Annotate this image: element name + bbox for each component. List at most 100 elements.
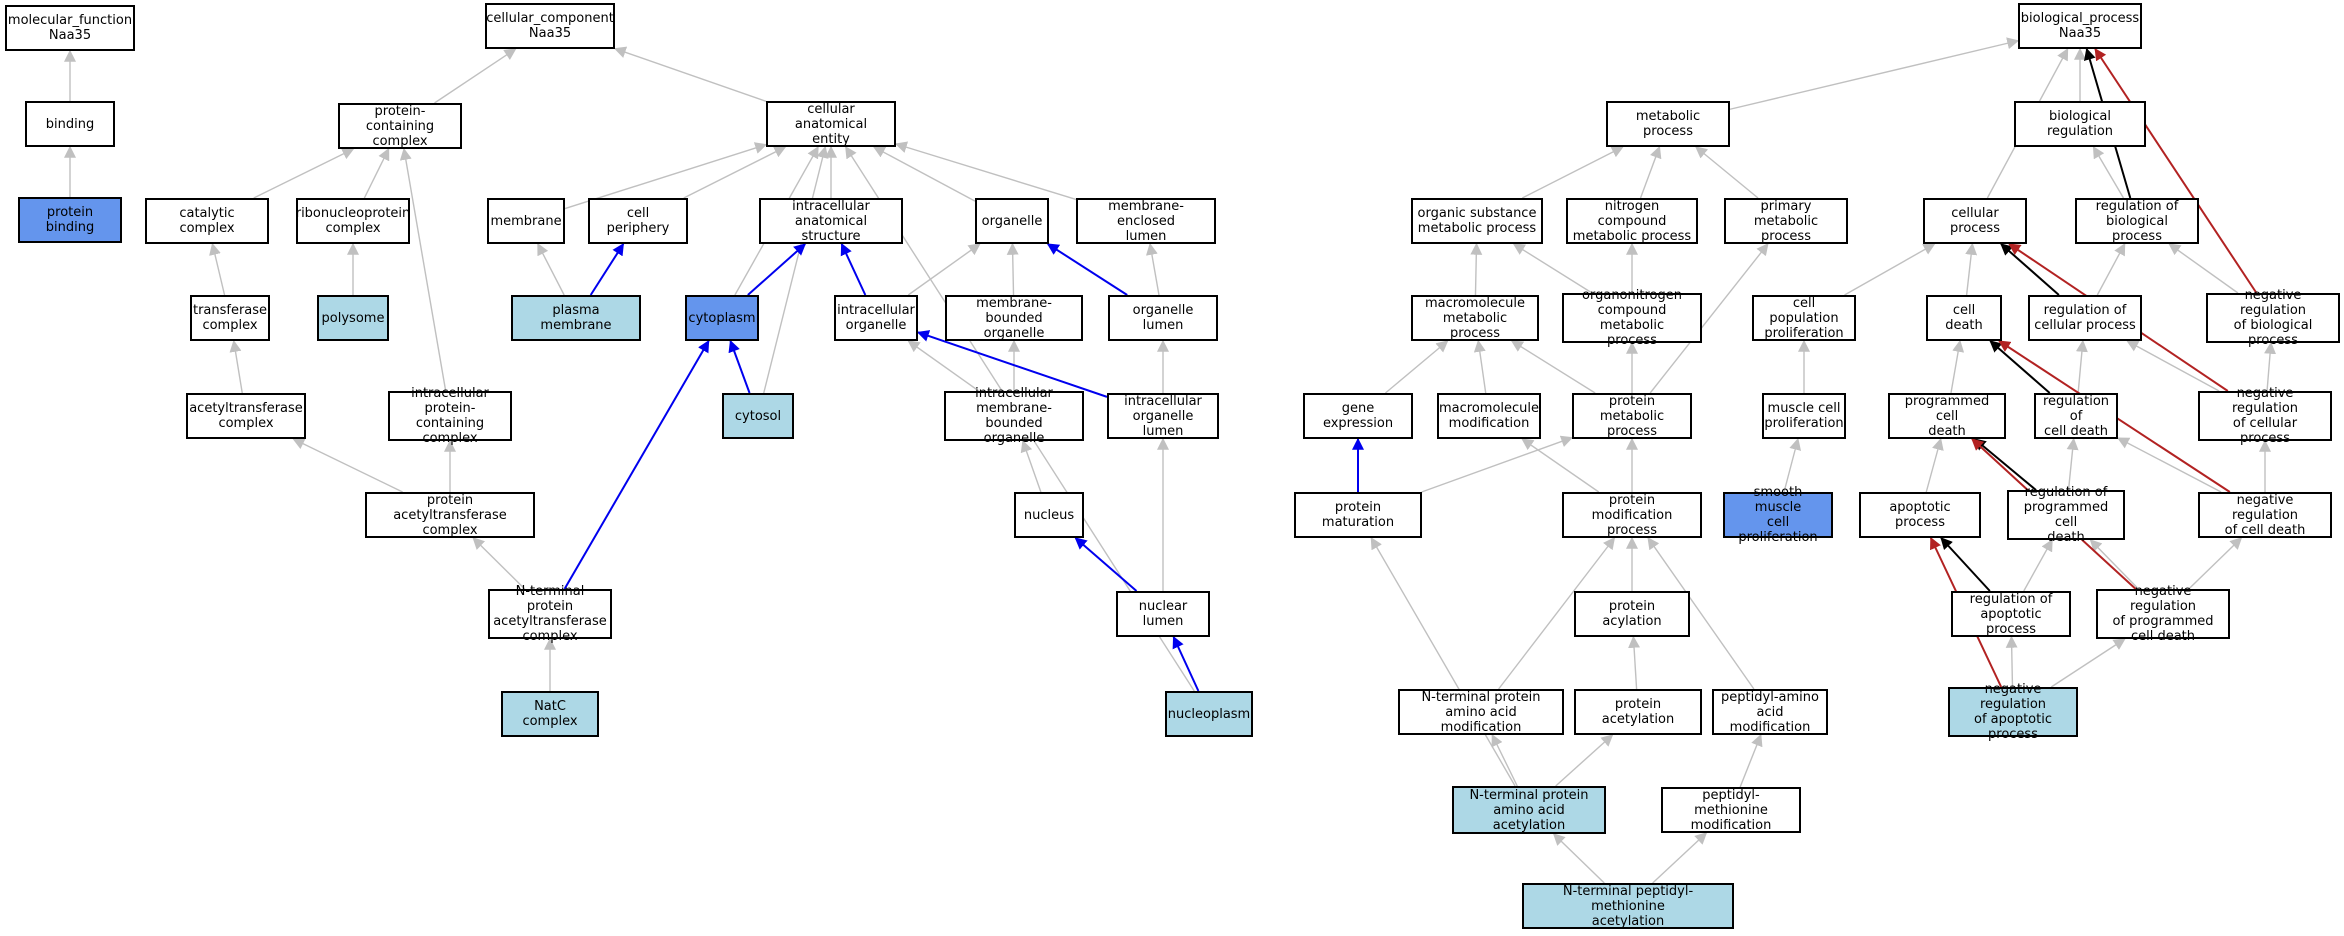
- edge-regulation-of-cell-death-to-regulation-of-cellular-process: [2075, 339, 2088, 394]
- edge-nucleus-to-intracellular-membrane-bounded-organelle: [1020, 439, 1042, 493]
- node-regulation-of-programmed-cell-death: regulation of programmed cell death: [2007, 485, 2125, 545]
- node-natc-complex: NatC complex: [501, 691, 599, 737]
- node-organic-substance-metabolic-process: organic substance metabolic process: [1411, 198, 1543, 244]
- node-plasma-membrane: plasma membrane: [511, 295, 641, 341]
- edge-regulation-of-programmed-cell-death-to-regulation-of-cell-death: [2066, 437, 2079, 491]
- edge-protein-metabolic-process-to-macromolecule-metabolic-process: [1510, 340, 1596, 394]
- node-intracellular-membrane-bounded-organelle: intracellular membrane-bounded organelle: [944, 386, 1084, 446]
- node-regulation-of-cellular-process: regulation of cellular process: [2028, 295, 2142, 341]
- node-negative-regulation-of-cell-death: negative regulation of cell death: [2198, 492, 2332, 538]
- node-peptidyl-methionine-modification: peptidyl-methionine modification: [1661, 787, 1801, 833]
- edge-regulation-of-cellular-process-to-regulation-of-biological-process: [2096, 242, 2126, 296]
- node-cellular-anatomical-entity: cellular anatomical entity: [766, 101, 896, 147]
- node-programmed-cell-death: programmed cell death: [1888, 393, 2006, 439]
- edge-intracellular-membrane-bounded-organelle-to-intracellular-organelle: [907, 340, 980, 392]
- edge-organic-substance-metabolic-process-to-metabolic-process: [1521, 146, 1624, 199]
- edge-nuclear-lumen-to-nucleus: [1074, 537, 1138, 592]
- edge-membrane-to-cellular-anatomical-entity: [564, 142, 768, 210]
- edge-regulation-of-biological-process-to-biological-regulation: [2092, 145, 2125, 199]
- edge-macromolecule-metabolic-process-to-organic-substance-metabolic-process: [1470, 242, 1483, 296]
- node-nucleoplasm: nucleoplasm: [1165, 691, 1253, 737]
- node-catalytic-complex: catalytic complex: [145, 198, 269, 244]
- edge-acetyltransferase-complex-to-transferase-complex: [229, 339, 243, 394]
- node-bp-root: biological_process Naa35: [2018, 3, 2142, 49]
- edge-negative-regulation-of-programmed-cell-death-to-regulation-of-programmed-cell-death: [2089, 539, 2140, 590]
- edge-organelle-lumen-to-membrane-enclosed-lumen: [1145, 242, 1160, 296]
- node-n-terminal-peptidyl-methionine-acetylation: N-terminal peptidyl-methionine acetylati…: [1522, 883, 1734, 929]
- node-nitrogen-compound-metabolic-process: nitrogen compound metabolic process: [1566, 198, 1698, 244]
- node-ribonucleoprotein-complex: ribonucleoprotein complex: [296, 198, 410, 244]
- edge-negative-regulation-of-apoptotic-process-to-regulation-of-apoptotic-process: [2005, 635, 2018, 688]
- node-mf-root: molecular_function Naa35: [5, 5, 135, 51]
- node-negative-regulation-of-programmed-cell-death: negative regulation of programmed cell d…: [2096, 584, 2230, 644]
- edge-nucleoplasm-to-nuclear-lumen: [1172, 635, 1200, 692]
- node-intracellular-protein-containing-complex: intracellular protein-containing complex: [388, 386, 512, 446]
- node-nucleus: nucleus: [1014, 492, 1084, 538]
- node-biological-regulation: biological regulation: [2014, 101, 2146, 147]
- node-negative-regulation-of-biological-process: negative regulation of biological proces…: [2206, 288, 2340, 348]
- edge-protein-acetyltransferase-complex-to-acetyltransferase-complex: [292, 438, 403, 493]
- edge-protein-acetylation-to-protein-acylation: [1628, 635, 1641, 690]
- node-primary-metabolic-process: primary metabolic process: [1724, 198, 1848, 244]
- edge-n-terminal-protein-amino-acid-acetylation-to-protein-acetylation: [1555, 734, 1614, 787]
- node-organelle-lumen: organelle lumen: [1108, 295, 1218, 341]
- edge-smooth-muscle-cell-proliferation-to-muscle-cell-proliferation: [1783, 437, 1802, 493]
- node-regulation-of-cell-death: regulation of cell death: [2034, 393, 2118, 439]
- edge-regulation-of-apoptotic-process-to-apoptotic-process: [1940, 537, 1991, 592]
- node-regulation-of-apoptotic-process: regulation of apoptotic process: [1951, 591, 2071, 637]
- node-n-terminal-protein-amino-acid-modification: N-terminal protein amino acid modificati…: [1398, 689, 1564, 735]
- node-regulation-of-biological-process: regulation of biological process: [2075, 198, 2199, 244]
- edge-membrane-enclosed-lumen-to-cellular-anatomical-entity: [894, 141, 1077, 201]
- node-muscle-cell-proliferation: muscle cell proliferation: [1762, 393, 1846, 439]
- edge-regulation-of-apoptotic-process-to-regulation-of-programmed-cell-death: [2023, 538, 2053, 592]
- node-metabolic-process: metabolic process: [1606, 101, 1730, 147]
- node-peptidyl-amino-acid-modification: peptidyl-amino acid modification: [1712, 689, 1828, 735]
- edge-membrane-bounded-organelle-to-organelle: [1006, 242, 1019, 296]
- edge-plasma-membrane-to-membrane: [537, 242, 565, 296]
- node-cellular-process: cellular process: [1923, 198, 2027, 244]
- node-cell-death: cell death: [1926, 295, 2002, 341]
- edge-nitrogen-compound-metabolic-process-to-metabolic-process: [1639, 145, 1662, 199]
- edge-n-terminal-peptidyl-methionine-acetylation-to-peptidyl-methionine-modification: [1652, 832, 1708, 884]
- node-negative-regulation-of-apoptotic-process: negative regulation of apoptotic process: [1948, 682, 2078, 742]
- node-membrane: membrane: [487, 198, 565, 244]
- edge-protein-metabolic-process-to-primary-metabolic-process: [1649, 243, 1769, 394]
- edge-organelle-to-cellular-anatomical-entity: [872, 146, 976, 202]
- edge-n-terminal-protein-amino-acid-acetylation-to-n-terminal-protein-amino-acid-modification: [1491, 733, 1518, 787]
- node-cell-population-proliferation: cell population proliferation: [1752, 295, 1856, 341]
- node-intracellular-organelle-lumen: intracellular organelle lumen: [1107, 393, 1219, 439]
- edge-organelle-lumen-to-organelle: [1046, 243, 1128, 296]
- edge-cellular-anatomical-entity-to-cc-root: [613, 46, 767, 102]
- edge-intracellular-organelle-lumen-to-intracellular-organelle: [916, 330, 1108, 398]
- edge-intracellular-protein-containing-complex-to-protein-containing-complex: [399, 147, 447, 392]
- node-intracellular-organelle: intracellular organelle: [834, 295, 918, 341]
- edge-n-terminal-protein-amino-acid-modification-to-protein-modification-process: [1498, 537, 1616, 690]
- node-polysome: polysome: [317, 295, 389, 341]
- edge-peptidyl-amino-acid-modification-to-protein-modification-process: [1647, 537, 1755, 690]
- edge-n-terminal-protein-acetyltransferase-complex-to-cytoplasm: [563, 339, 710, 590]
- edge-metabolic-process-to-bp-root: [1729, 37, 2020, 110]
- edge-regulation-of-cell-death-to-cell-death: [1989, 340, 2051, 394]
- edge-peptidyl-methionine-modification-to-peptidyl-amino-acid-modification: [1739, 733, 1763, 788]
- edge-programmed-cell-death-to-cell-death: [1950, 339, 1965, 394]
- edge-gene-expression-to-macromolecule-metabolic-process: [1385, 340, 1449, 394]
- edge-plasma-membrane-to-cell-periphery: [589, 242, 625, 296]
- node-membrane-enclosed-lumen: membrane-enclosed lumen: [1076, 198, 1216, 244]
- node-cytosol: cytosol: [722, 393, 794, 439]
- node-transferase-complex: transferase complex: [190, 295, 270, 341]
- node-protein-binding: protein binding: [18, 197, 122, 243]
- node-organonitrogen-compound-metabolic-process: organonitrogen compound metabolic proces…: [1562, 288, 1702, 348]
- node-macromolecule-modification: macromolecule modification: [1437, 393, 1541, 439]
- node-protein-modification-process: protein modification process: [1562, 492, 1702, 538]
- node-protein-acetylation: protein acetylation: [1574, 689, 1702, 735]
- node-organelle: organelle: [975, 198, 1049, 244]
- node-membrane-bounded-organelle: membrane-bounded organelle: [945, 295, 1083, 341]
- edge-regulation-of-programmed-cell-death-to-programmed-cell-death: [1973, 438, 2037, 491]
- edge-n-terminal-protein-acetyltransferase-complex-to-protein-acetyltransferase-complex: [472, 537, 526, 590]
- edge-primary-metabolic-process-to-metabolic-process: [1695, 146, 1759, 199]
- node-cell-periphery: cell periphery: [588, 198, 688, 244]
- edge-protein-modification-process-to-macromolecule-modification: [1521, 438, 1600, 493]
- node-apoptotic-process: apoptotic process: [1859, 492, 1981, 538]
- edge-cell-periphery-to-cellular-anatomical-entity: [683, 146, 787, 199]
